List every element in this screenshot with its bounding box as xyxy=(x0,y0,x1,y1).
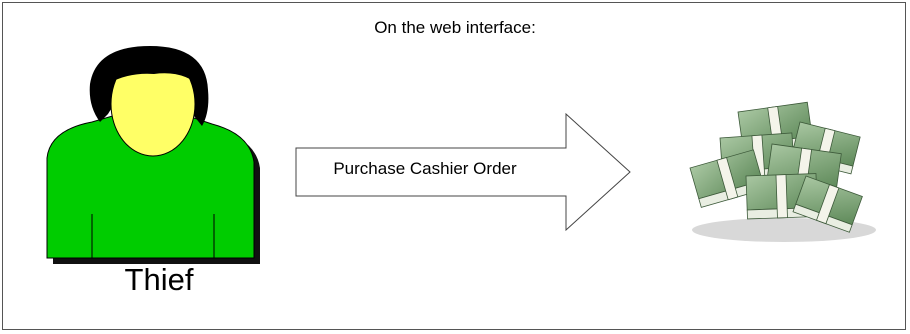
action-label: Purchase Cashier Order xyxy=(333,159,517,178)
arrow-right-icon xyxy=(295,112,631,232)
person-icon xyxy=(46,46,260,264)
money-stacks-icon xyxy=(689,101,876,242)
face-shape xyxy=(110,51,196,157)
diagram-caption: On the web interface: xyxy=(374,18,536,37)
actor-label: Thief xyxy=(124,262,194,297)
